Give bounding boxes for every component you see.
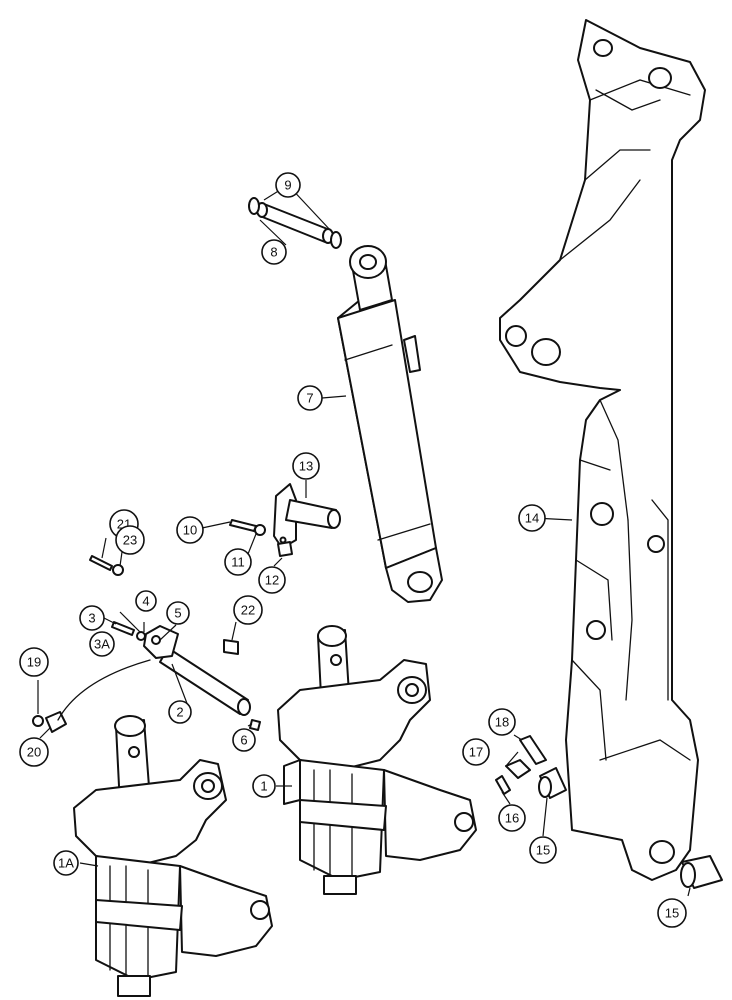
svg-text:1A: 1A	[58, 856, 74, 871]
svg-text:17: 17	[469, 745, 483, 760]
svg-text:22: 22	[241, 603, 255, 618]
svg-text:3: 3	[88, 611, 95, 626]
svg-text:19: 19	[27, 655, 41, 670]
plate-part-20	[45, 711, 67, 733]
cylinder-pin-part-8	[256, 202, 334, 244]
callout-10: 10	[176, 516, 204, 544]
callout-18: 18	[488, 708, 516, 736]
fitting-part-18	[519, 735, 547, 765]
svg-text:20: 20	[27, 745, 41, 760]
hydraulic-cylinder-part-7	[337, 245, 443, 603]
svg-text:4: 4	[142, 594, 149, 609]
nut-part-19	[32, 715, 44, 727]
svg-text:2: 2	[176, 705, 183, 720]
callout-3A: 3A	[89, 631, 115, 657]
swing-tower-part-1	[277, 625, 477, 895]
svg-text:13: 13	[299, 459, 313, 474]
svg-text:10: 10	[183, 523, 197, 538]
svg-text:16: 16	[505, 811, 519, 826]
svg-text:23: 23	[123, 533, 137, 548]
callout-20: 20	[19, 737, 49, 767]
svg-text:9: 9	[284, 178, 291, 193]
svg-text:12: 12	[265, 573, 279, 588]
callout-23: 23	[115, 525, 145, 555]
callout-4: 4	[135, 590, 157, 612]
callout-16: 16	[498, 804, 526, 832]
callout-17: 17	[462, 738, 490, 766]
callout-8: 8	[261, 239, 287, 265]
leader-lines	[37, 184, 691, 897]
bushing-part-15-lower	[680, 855, 723, 889]
bushing-part-15-upper	[538, 767, 567, 799]
callout-19: 19	[19, 647, 49, 677]
svg-text:11: 11	[231, 555, 245, 570]
callout-11: 11	[224, 548, 252, 576]
snap-ring-part-9	[248, 197, 342, 249]
callout-3: 3	[79, 605, 105, 631]
callout-1A: 1A	[53, 850, 79, 876]
svg-text:18: 18	[495, 715, 509, 730]
pin-with-plate-part-13	[273, 483, 341, 549]
bolt-part-10	[229, 519, 257, 532]
bushing-part-12	[277, 541, 293, 557]
svg-text:1: 1	[260, 779, 267, 794]
callout-14: 14	[518, 504, 546, 532]
plate-part-5	[143, 625, 179, 659]
callout-15-upper: 15	[529, 836, 557, 864]
washer-part-11	[254, 524, 266, 536]
svg-text:7: 7	[306, 391, 313, 406]
callout-15-lower: 15	[657, 898, 687, 928]
fitting-part-17	[505, 759, 531, 779]
bracket-arc	[57, 659, 151, 721]
callout-13: 13	[292, 452, 320, 480]
svg-text:15: 15	[536, 843, 550, 858]
callout-6: 6	[232, 728, 256, 752]
svg-text:5: 5	[174, 606, 181, 621]
callout-5: 5	[166, 601, 190, 625]
bolt-part-3	[111, 621, 135, 636]
grease-fitting-part-6	[249, 719, 261, 731]
svg-text:3A: 3A	[94, 637, 110, 652]
svg-text:6: 6	[240, 733, 247, 748]
callout-1: 1	[252, 774, 276, 798]
boom-part-14	[499, 19, 706, 881]
callout-2: 2	[168, 700, 192, 724]
washer-part-23	[112, 564, 124, 576]
svg-text:14: 14	[525, 511, 539, 526]
bushing-part-22	[223, 639, 239, 655]
svg-text:15: 15	[665, 906, 679, 921]
washer-part-4	[136, 631, 146, 641]
bolt-part-16	[495, 775, 511, 795]
callout-12: 12	[258, 566, 286, 594]
bolt-part-21	[89, 555, 113, 571]
swing-tower-part-1A	[73, 715, 273, 997]
callout-9: 9	[275, 172, 301, 198]
callout-22: 22	[233, 595, 263, 625]
svg-text:8: 8	[270, 245, 277, 260]
callout-7: 7	[297, 385, 323, 411]
